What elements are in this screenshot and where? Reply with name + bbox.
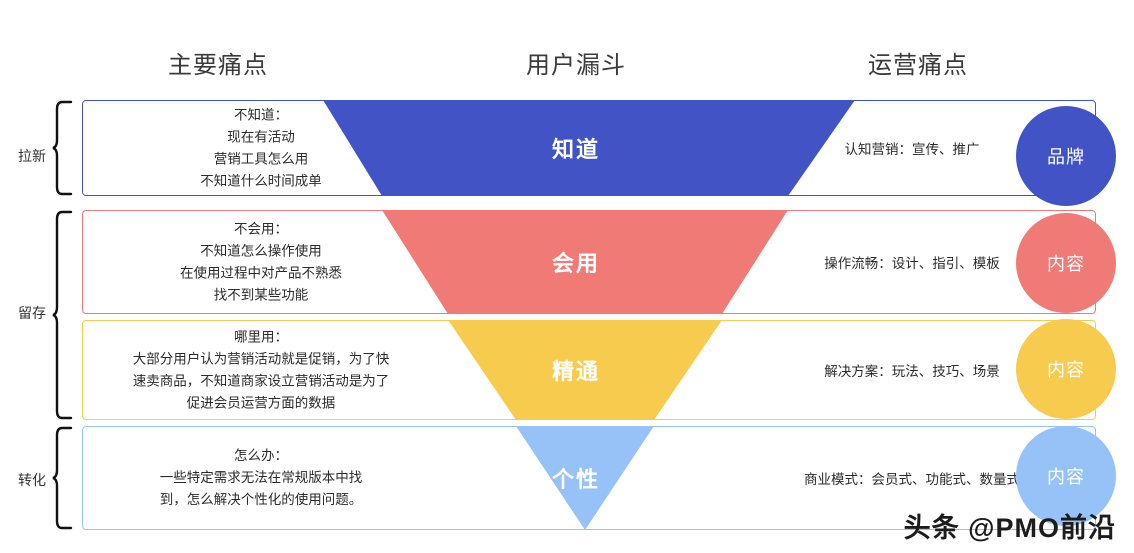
funnel-stage-word-usage: 会用 [551, 251, 601, 276]
pain-line: 一些特定需求无法在常规版本中找 [159, 470, 363, 486]
row-clip [82, 210, 1096, 314]
row-clip [82, 426, 1096, 530]
funnel-stage-word-mastery: 精通 [551, 359, 601, 384]
row-clip [82, 320, 1096, 420]
ops-text-personalization: 商业模式：会员式、功能式、数量式 [804, 472, 1020, 487]
row-clip [82, 100, 1096, 196]
pain-line: 现在有活动 [227, 129, 295, 145]
pain-line: 大部分用户认为营销活动就是促销，为了快 [132, 351, 390, 367]
brace-retention-icon [52, 210, 74, 420]
funnel-band-usage-icon [82, 210, 1096, 314]
funnel-row-usage: 不会用： 不知道怎么操作使用 在使用过程中对产品不熟悉 找不到某些功能 会用 操… [82, 210, 1096, 314]
pain-line: 不知道什么时间成单 [200, 172, 322, 188]
funnel-band-personalization-icon [82, 426, 1096, 530]
pain-line: 在使用过程中对产品不熟悉 [180, 265, 342, 280]
funnel-stage-word-personalization: 个性 [551, 467, 601, 492]
pain-line: 到，怎么解决个性化的使用问题。 [159, 491, 363, 507]
column-header-user-funnel: 用户漏斗 [526, 52, 626, 79]
pain-line: 促进会员运营方面的数据 [186, 394, 336, 410]
pain-line: 速卖商品，不知道商家设立营销活动是为了 [132, 373, 390, 388]
pain-lead: 哪里用： [234, 329, 288, 345]
funnel-band-mastery-icon [82, 320, 1096, 420]
pain-text-awareness: 不知道： 现在有活动 营销工具怎么用 不知道什么时间成单 [96, 104, 426, 191]
column-header-pain-points: 主要痛点 [168, 52, 268, 79]
pain-line: 营销工具怎么用 [213, 151, 309, 166]
stage-label-conversion: 转化 [18, 472, 46, 488]
column-header-operation-pain-points: 运营痛点 [868, 52, 968, 79]
ops-text-mastery: 解决方案：玩法、技巧、场景 [824, 364, 1000, 379]
pain-text-usage: 不会用： 不知道怎么操作使用 在使用过程中对产品不熟悉 找不到某些功能 [96, 218, 426, 305]
pain-line: 找不到某些功能 [213, 286, 309, 302]
brace-conversion-icon [52, 426, 74, 530]
brace-acquisition-icon [52, 100, 74, 196]
funnel-row-mastery: 哪里用： 大部分用户认为营销活动就是促销，为了快 速卖商品，不知道商家设立营销活… [82, 320, 1096, 420]
pain-text-personalization: 怎么办： 一些特定需求无法在常规版本中找 到，怎么解决个性化的使用问题。 [96, 445, 426, 511]
result-circle-content-personalization: 内容 [1016, 426, 1116, 526]
watermark: 头条 @PMO前沿 [903, 513, 1116, 543]
funnel-band-awareness-icon [82, 100, 1096, 196]
funnel-stage-word-awareness: 知道 [551, 137, 601, 162]
result-circle-content-mastery: 内容 [1016, 319, 1116, 419]
result-circle-content-usage: 内容 [1016, 213, 1116, 313]
pain-lead: 不会用： [234, 221, 288, 237]
stage-label-retention: 留存 [18, 305, 46, 321]
result-circle-label: 品牌 [1047, 147, 1085, 167]
funnel-row-awareness: 不知道： 现在有活动 营销工具怎么用 不知道什么时间成单 知道 认知营销：宣传、… [82, 100, 1096, 196]
pain-text-mastery: 哪里用： 大部分用户认为营销活动就是促销，为了快 速卖商品，不知道商家设立营销活… [96, 326, 426, 413]
ops-text-usage: 操作流畅：设计、指引、模板 [824, 256, 1000, 271]
pain-lead: 不知道： [234, 107, 288, 123]
result-circle-label: 内容 [1047, 360, 1085, 380]
result-circle-brand: 品牌 [1016, 106, 1116, 206]
stage-label-acquisition: 拉新 [18, 148, 46, 164]
pain-lead: 怎么办： [234, 448, 288, 464]
result-circle-label: 内容 [1047, 254, 1085, 274]
ops-text-awareness: 认知营销：宣传、推广 [844, 142, 980, 157]
result-circle-label: 内容 [1047, 467, 1085, 487]
pain-line: 不知道怎么操作使用 [200, 243, 322, 259]
